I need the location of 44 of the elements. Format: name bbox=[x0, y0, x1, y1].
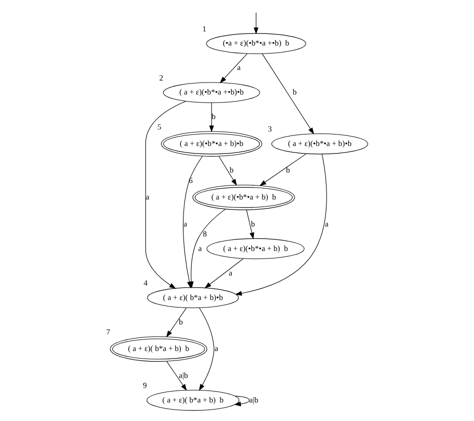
node-label: 9 bbox=[142, 381, 147, 390]
arrow bbox=[259, 153, 307, 186]
node-ellipse: (•a + ε)(•b*•a +•b) b bbox=[206, 33, 306, 54]
node-label: 8 bbox=[202, 229, 207, 238]
node-label: 1 bbox=[202, 24, 206, 34]
arrow bbox=[188, 208, 226, 288]
edge-label: a bbox=[184, 219, 188, 228]
edge-label: b bbox=[230, 166, 234, 175]
edge-label: a bbox=[228, 268, 232, 278]
arrow bbox=[166, 361, 187, 391]
node-ellipse: ( a + ε)( b*a + b) b bbox=[146, 390, 240, 411]
edge-label: a bbox=[146, 192, 150, 202]
arrow bbox=[145, 100, 186, 289]
edge-label: b bbox=[292, 88, 297, 97]
arrow bbox=[218, 156, 237, 186]
arrow bbox=[262, 53, 314, 134]
node-ellipse: ( a + ε)( b*a + b)•b bbox=[147, 287, 239, 308]
edge-label: b bbox=[251, 219, 255, 228]
arrow bbox=[246, 210, 254, 240]
edge-label: a bbox=[325, 219, 329, 228]
node-ellipse: ( a + ε)(•b*•a +•b)•b bbox=[163, 82, 260, 104]
node-label: 4 bbox=[144, 278, 148, 288]
arrow bbox=[204, 258, 244, 288]
arrow bbox=[220, 53, 248, 84]
node-label: 5 bbox=[157, 122, 162, 132]
edge-label: a bbox=[214, 344, 218, 354]
edge-label: a|b bbox=[178, 370, 188, 380]
arrow bbox=[198, 308, 214, 391]
node-label: 7 bbox=[106, 327, 110, 336]
edge-label: a bbox=[237, 63, 241, 72]
node-label: 3 bbox=[268, 124, 272, 134]
edge-label: b bbox=[178, 317, 183, 326]
arrow bbox=[235, 154, 327, 296]
node-label: 6 bbox=[188, 176, 193, 185]
node-ellipse: ( a + ε)(•b*•a + b)•b bbox=[271, 133, 368, 154]
edge-label: a|b bbox=[249, 395, 258, 404]
node-label: 2 bbox=[159, 73, 164, 82]
node-ellipse: ( a + ε)( b*a + b) b bbox=[110, 336, 208, 362]
edge-label: b bbox=[286, 166, 290, 175]
arrow bbox=[166, 308, 187, 338]
arrow bbox=[234, 396, 250, 406]
node-ellipse: ( a + ε)(•b*•a + b) b bbox=[206, 238, 304, 260]
arrow bbox=[254, 12, 258, 34]
edge-label: a bbox=[198, 244, 202, 253]
